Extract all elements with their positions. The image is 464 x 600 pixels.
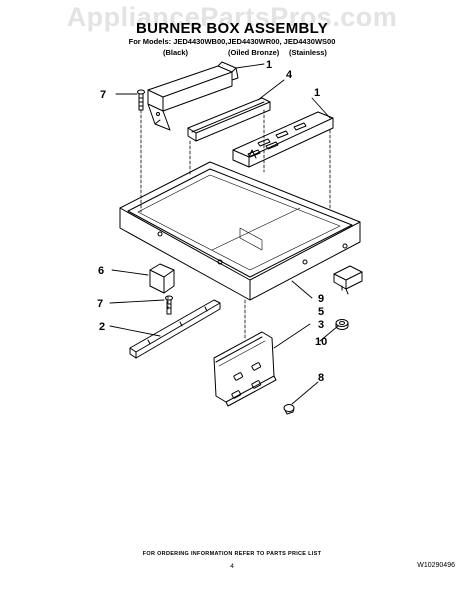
callout-1-right: 1 [314,87,320,99]
callout-7-lower: 7 [97,298,103,310]
part-7-lower-screw [165,295,173,315]
callout-6: 6 [98,265,104,277]
diagram-title: BURNER BOX ASSEMBLY [135,20,329,37]
callout-7-upper: 7 [100,89,106,101]
callout-4: 4 [286,69,293,81]
leader-lines [109,63,339,405]
document-code: W10290496 [417,562,455,569]
part-1-right-plate [232,111,334,168]
callout-5: 5 [318,306,324,318]
ordering-note: FOR ORDERING INFORMATION REFER TO PARTS … [142,551,322,557]
part-10-grommet [335,319,349,330]
callout-8: 8 [318,372,324,384]
part-4-burner-strip [187,97,271,142]
part-7-upper-screw [137,89,145,111]
finish-black: (Black) [163,48,189,57]
callout-2: 2 [99,321,105,333]
callout-3: 3 [318,319,324,331]
models-line: For Models: JED4430WB00,JED4430WR00, JED… [128,37,336,46]
part-9-igniter [333,265,363,295]
part-2-long-rail [129,299,221,359]
watermark-text: AppliancePartsPros.com [66,2,398,32]
callout-1-upper: 1 [266,59,272,71]
alignment-lines [140,109,331,341]
burner-box-tray [119,161,361,301]
page-number: 4 [230,563,234,570]
callout-10: 10 [315,336,327,348]
finish-oiled-bronze: (Oiled Bronze) [228,48,280,57]
part-1-upper-bracket [147,61,239,131]
finish-stainless: (Stainless) [289,48,327,57]
part-8-plug [283,404,295,415]
callout-9: 9 [318,293,324,305]
part-6-bracket-box [149,263,175,294]
part-3-burner-cover [213,331,277,407]
